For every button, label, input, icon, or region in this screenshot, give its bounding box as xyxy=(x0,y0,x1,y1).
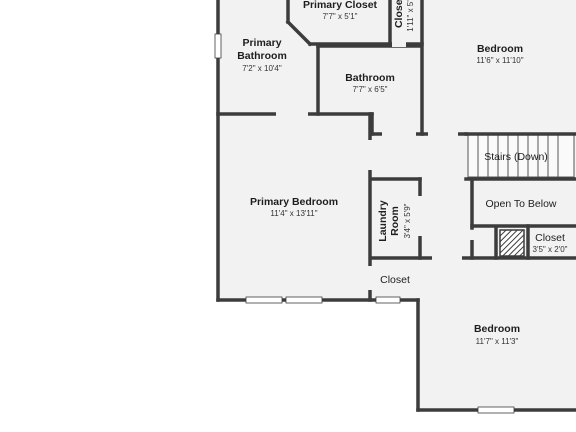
bathroom-name: Bathroom xyxy=(345,72,395,84)
room-primary-closet: Primary Closet 7'7" x 5'1" xyxy=(303,0,378,21)
windows xyxy=(214,33,515,414)
door-openings xyxy=(276,42,474,290)
window-hall-bottom xyxy=(375,296,401,304)
room-closet-hall: Closet xyxy=(380,274,410,286)
stairs-name: Stairs (Down) xyxy=(484,151,548,163)
primary-closet-dims: 7'7" x 5'1" xyxy=(323,12,358,21)
primary-closet-name: Primary Closet xyxy=(303,0,378,11)
room-open-to-below: Open To Below xyxy=(485,198,556,210)
primary-bathroom-name-2: Bathroom xyxy=(237,50,287,62)
bedroom-bottom-name: Bedroom xyxy=(474,323,520,335)
room-bedroom-top: Bedroom 11'6" x 11'10" xyxy=(476,43,523,65)
primary-bedroom-dims: 11'4" x 13'11" xyxy=(270,209,317,218)
laundry-name-1: Laundry xyxy=(377,200,389,242)
primary-bedroom-name: Primary Bedroom xyxy=(250,196,338,208)
floor-bedroom-top xyxy=(422,0,576,132)
bathroom-dims: 7'7" x 6'5" xyxy=(353,85,388,94)
small-closet-dims: 1'11" x 5' xyxy=(406,0,415,32)
room-laundry: Laundry Room 3'4" x 5'9" xyxy=(377,200,412,242)
closet-right-name: Closet xyxy=(535,232,565,244)
closet-right-dims: 3'5" x 2'0" xyxy=(533,245,568,254)
laundry-dims: 3'4" x 5'9" xyxy=(403,203,412,238)
bedroom-top-name: Bedroom xyxy=(477,43,523,55)
stairs-treads xyxy=(467,133,575,178)
primary-bathroom-name-1: Primary xyxy=(242,37,281,49)
small-closet-name: Closet xyxy=(393,0,405,28)
room-bathroom: Bathroom 7'7" x 6'5" xyxy=(345,72,395,94)
room-small-closet: Closet 1'11" x 5' xyxy=(393,0,415,32)
bedroom-top-dims: 11'6" x 11'10" xyxy=(476,56,523,65)
room-stairs: Stairs (Down) xyxy=(484,151,548,163)
bedroom-bottom-dims: 11'7" x 11'3" xyxy=(476,337,519,346)
primary-bathroom-dims: 7'2" x 10'4" xyxy=(242,64,282,73)
room-primary-bedroom: Primary Bedroom 11'4" x 13'11" xyxy=(250,196,338,218)
window-bed-bottom-1 xyxy=(245,296,283,304)
closet-hall-name: Closet xyxy=(380,274,410,286)
floor-left xyxy=(218,0,466,300)
window-bedroom-bottom xyxy=(477,406,515,414)
floor-areas xyxy=(218,0,576,410)
window-bed-bottom-2 xyxy=(285,296,323,304)
window-bath-left xyxy=(214,33,222,59)
room-bedroom-bottom: Bedroom 11'7" x 11'3" xyxy=(474,323,520,346)
room-closet-right: Closet 3'5" x 2'0" xyxy=(533,232,568,254)
room-primary-bathroom: Primary Bathroom 7'2" x 10'4" xyxy=(237,37,287,73)
laundry-name-2: Room xyxy=(389,206,401,236)
floor-bedroom-bottom xyxy=(418,258,576,410)
open-to-below-name: Open To Below xyxy=(485,198,556,210)
hatched-fixture xyxy=(499,229,525,257)
